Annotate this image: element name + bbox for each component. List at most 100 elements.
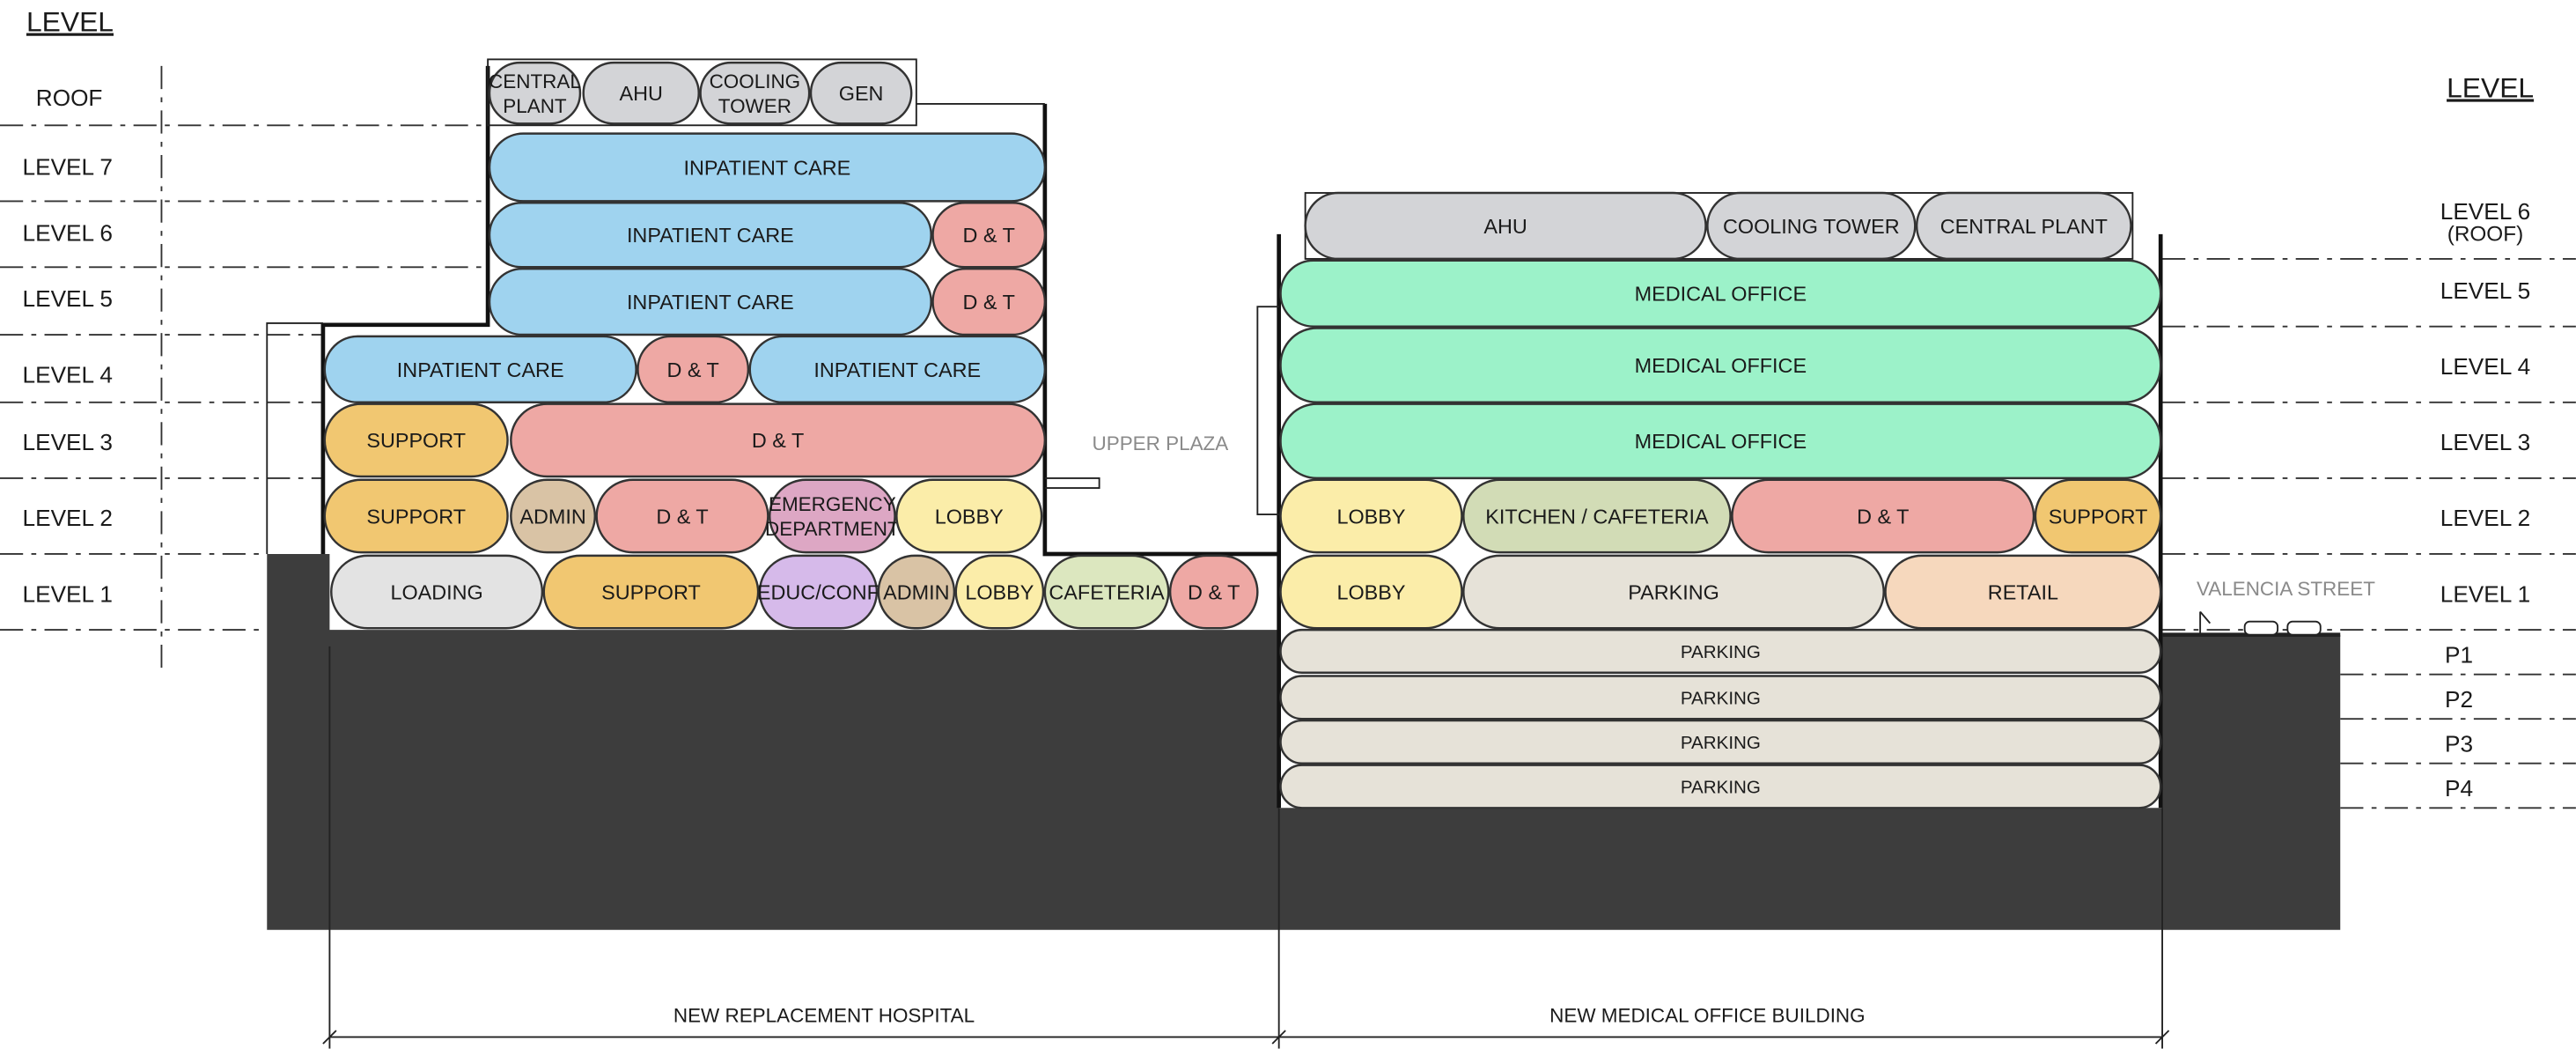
mob-p4-parking: PARKING (1279, 764, 2162, 809)
mob-level1-retail: RETAIL (1884, 554, 2162, 630)
mob-roof-cooling-tower: COOLING TOWER (1706, 191, 1917, 261)
level1-cafeteria: CAFETERIA (1043, 554, 1170, 630)
mob-level3-medical-office: MEDICAL OFFICE (1279, 403, 2162, 480)
mob-level1-parking-label: PARKING (1628, 580, 1719, 603)
valencia-street-label: VALENCIA STREET (2197, 578, 2375, 600)
roof-ahu: AHU (582, 61, 700, 125)
level1-support-label: SUPPORT (601, 580, 701, 603)
level-label: LEVEL 6 (2440, 198, 2530, 225)
level5-dt-label: D & T (963, 291, 1015, 314)
car-icon (2286, 620, 2322, 636)
level7-inpatient-care-shape (488, 132, 1047, 203)
level3-support-label: SUPPORT (366, 429, 466, 452)
mob-level2-support-shape (2034, 478, 2162, 554)
right-level-labels: LEVEL LEVEL 6 (ROOF) LEVEL 5 LEVEL 4 LEV… (2440, 71, 2534, 802)
level2-admin-shape (510, 478, 597, 554)
level-label: LEVEL 4 (23, 361, 113, 388)
mob-level1-retail-shape (1884, 554, 2162, 630)
roof-central-plant-label: PLANT (503, 95, 567, 117)
mob-level2-dt: D & T (1731, 478, 2035, 554)
level7-inpatient-care: INPATIENT CARE (488, 132, 1047, 203)
hospital-roof-screen (487, 58, 917, 127)
mob-dimension-label: NEW MEDICAL OFFICE BUILDING (1549, 1005, 1865, 1027)
level2-admin: ADMIN (510, 478, 597, 554)
level1-dt: D & T (1168, 554, 1259, 630)
mob-level2-dt-shape (1731, 478, 2035, 554)
level-label: (ROOF) (2447, 222, 2523, 246)
roof-gen: GEN (809, 61, 913, 125)
level1-cafeteria-label: CAFETERIA (1049, 580, 1165, 603)
level-label: LEVEL 6 (23, 219, 113, 246)
mob-p3-parking-label: PARKING (1681, 733, 1761, 753)
mob-roof-central-plant-shape (1915, 191, 2132, 261)
level2-emergency-label: EMERGENCY (769, 493, 896, 515)
street-lamp-icon (2199, 610, 2212, 635)
mob-level1-parking-shape (1462, 554, 1885, 630)
mob-roof-cooling-tower-label: COOLING TOWER (1723, 215, 1900, 238)
ground-mass (267, 553, 2341, 930)
hospital-bracket (266, 321, 323, 554)
mob-p2-parking-shape (1279, 675, 2162, 720)
roof-cooling-tower-label: COOLING (710, 70, 801, 92)
mob-level2-kitchen-cafeteria-shape (1462, 478, 1732, 554)
plaza-rail (1044, 476, 1100, 490)
level4-inpatient-care-left-label: INPATIENT CARE (397, 358, 564, 381)
level4-inpatient-care-right-shape (748, 335, 1047, 403)
level-label: LEVEL 5 (23, 285, 113, 312)
roof-gen-label: GEN (839, 82, 884, 105)
level-label: LEVEL 2 (23, 505, 113, 531)
level1-cafeteria-shape (1043, 554, 1170, 630)
mob-level1-lobby: LOBBY (1279, 554, 1463, 630)
level1-loading: LOADING (330, 554, 544, 630)
mob-roof-central-plant: CENTRAL PLANT (1915, 191, 2132, 261)
level5-dt: D & T (931, 267, 1047, 336)
level6-inpatient-care-label: INPATIENT CARE (627, 224, 794, 247)
level2-dt: D & T (595, 478, 769, 554)
level3-dt-label: D & T (752, 429, 804, 452)
mob-p2-parking: PARKING (1279, 675, 2162, 720)
level4-inpatient-care-left-shape (323, 335, 637, 403)
level1-educ-conf: EDUC/CONF (757, 554, 880, 630)
level-label: P1 (2445, 642, 2473, 669)
mob-p1-parking-shape (1279, 628, 2162, 674)
level-lines (0, 65, 2576, 809)
level-label: LEVEL 1 (2440, 580, 2530, 607)
level3-dt-shape (510, 403, 1047, 478)
level-label: LEVEL 1 (23, 580, 113, 607)
level1-lobby-shape (954, 554, 1045, 630)
level1-admin-label: ADMIN (883, 580, 949, 603)
mob-level3-medical-office-shape (1279, 403, 2162, 480)
ground (267, 553, 2341, 930)
level1-lobby-label: LOBBY (965, 580, 1034, 603)
mob-roof-central-plant-label: CENTRAL PLANT (1940, 215, 2108, 238)
mob-level4-medical-office: MEDICAL OFFICE (1279, 327, 2162, 403)
upper-plaza-label: UPPER PLAZA (1093, 432, 1229, 454)
level3-support: SUPPORT (323, 403, 509, 478)
mob-level4-medical-office-label: MEDICAL OFFICE (1635, 354, 1807, 377)
level2-dt-shape (595, 478, 769, 554)
level2-support-label: SUPPORT (366, 505, 466, 528)
left-level-header: LEVEL (26, 6, 114, 38)
mob-level5-medical-office: MEDICAL OFFICE (1279, 259, 2162, 328)
level1-admin: ADMIN (877, 554, 956, 630)
level2-lobby-shape (895, 478, 1043, 554)
level1-dt-label: D & T (1188, 580, 1240, 603)
mob-level2-kitchen-cafeteria: KITCHEN / CAFETERIA (1462, 478, 1732, 554)
level1-loading-shape (330, 554, 544, 630)
mob-level1-retail-label: RETAIL (1988, 580, 2058, 603)
level-label: LEVEL 7 (23, 153, 113, 180)
level1-lobby: LOBBY (954, 554, 1045, 630)
level2-emergency-shape (769, 478, 896, 554)
level-label: LEVEL 5 (2440, 277, 2530, 304)
level5-inpatient-care: INPATIENT CARE (488, 267, 932, 336)
level-label: P3 (2445, 731, 2473, 757)
level4-dt: D & T (637, 335, 750, 403)
roof-cooling-tower-label: TOWER (718, 95, 791, 117)
level6-inpatient-care-shape (488, 202, 932, 269)
level1-educ-conf-shape (758, 554, 879, 630)
mob-roof-ahu-label: AHU (1483, 215, 1527, 238)
street (2162, 610, 2341, 638)
mob-roof-cooling-tower-shape (1706, 191, 1917, 261)
